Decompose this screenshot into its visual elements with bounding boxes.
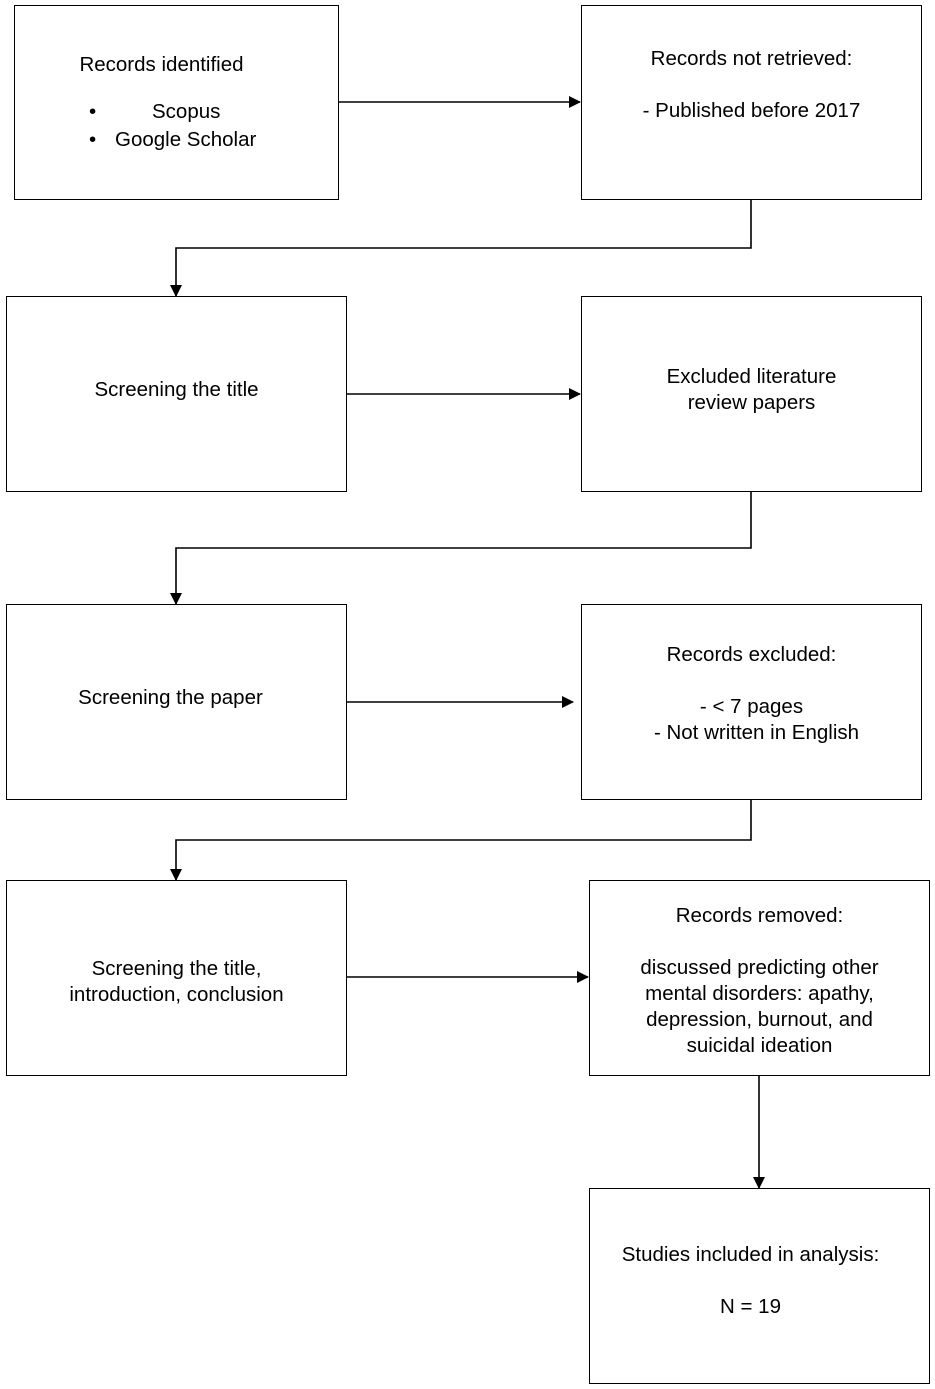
studies-included-count: N = 19: [720, 1295, 781, 1318]
bullet-icon: •: [89, 100, 97, 123]
excluded-reviews-line-2: review papers: [687, 391, 816, 414]
excluded-reviews-line-1: Excluded literature: [666, 365, 837, 388]
records-identified-title: Records identified: [79, 53, 244, 76]
screening-intro-line-1: Screening the title,: [91, 957, 262, 980]
records-removed-title: Records removed:: [675, 904, 844, 927]
screening-title-box: Screening the title: [6, 296, 347, 492]
records-excluded-title: Records excluded:: [666, 643, 837, 666]
arrow-excluded-to-screen-intro: [170, 799, 752, 881]
studies-included-title: Studies included in analysis:: [621, 1243, 880, 1266]
source-item-scopus: • Scopus: [89, 98, 289, 126]
excluded-criterion-pages: - < 7 pages: [699, 695, 804, 718]
records-removed-box: Records removed: discussed predicting ot…: [589, 880, 930, 1076]
removed-reason-line-4: suicidal ideation: [686, 1034, 833, 1057]
removed-reason-line-1: discussed predicting other: [640, 956, 879, 979]
excluded-criterion-language: - Not written in English: [653, 721, 860, 744]
arrow-excluded-reviews-to-screen-paper: [170, 491, 752, 605]
source-item-google-scholar: • Google Scholar: [89, 126, 289, 154]
excluded-reviews-box: Excluded literature review papers: [581, 296, 922, 492]
screening-paper-box: Screening the paper: [6, 604, 347, 800]
source-list: • Scopus • Google Scholar: [89, 98, 289, 154]
screening-title-label: Screening the title: [94, 378, 259, 401]
records-identified-box: Records identified • Scopus • Google Sch…: [14, 5, 339, 200]
source-scopus: Scopus: [152, 100, 221, 123]
records-not-retrieved-box: Records not retrieved: - Published befor…: [581, 5, 922, 200]
bullet-icon: •: [89, 128, 97, 151]
records-excluded-box: Records excluded: - < 7 pages - Not writ…: [581, 604, 922, 800]
removed-reason-line-2: mental disorders: apathy,: [645, 982, 874, 1005]
not-retrieved-criterion: - Published before 2017: [642, 99, 861, 122]
screening-paper-label: Screening the paper: [78, 686, 263, 709]
screening-intro-box: Screening the title, introduction, concl…: [6, 880, 347, 1076]
removed-reason-line-3: depression, burnout, and: [646, 1008, 873, 1031]
arrow-not-retrieved-to-screen-title: [170, 200, 752, 297]
source-google-scholar: Google Scholar: [115, 128, 257, 151]
studies-included-box: Studies included in analysis: N = 19: [589, 1188, 930, 1384]
records-not-retrieved-title: Records not retrieved:: [650, 47, 853, 70]
screening-intro-line-2: introduction, conclusion: [69, 983, 284, 1006]
